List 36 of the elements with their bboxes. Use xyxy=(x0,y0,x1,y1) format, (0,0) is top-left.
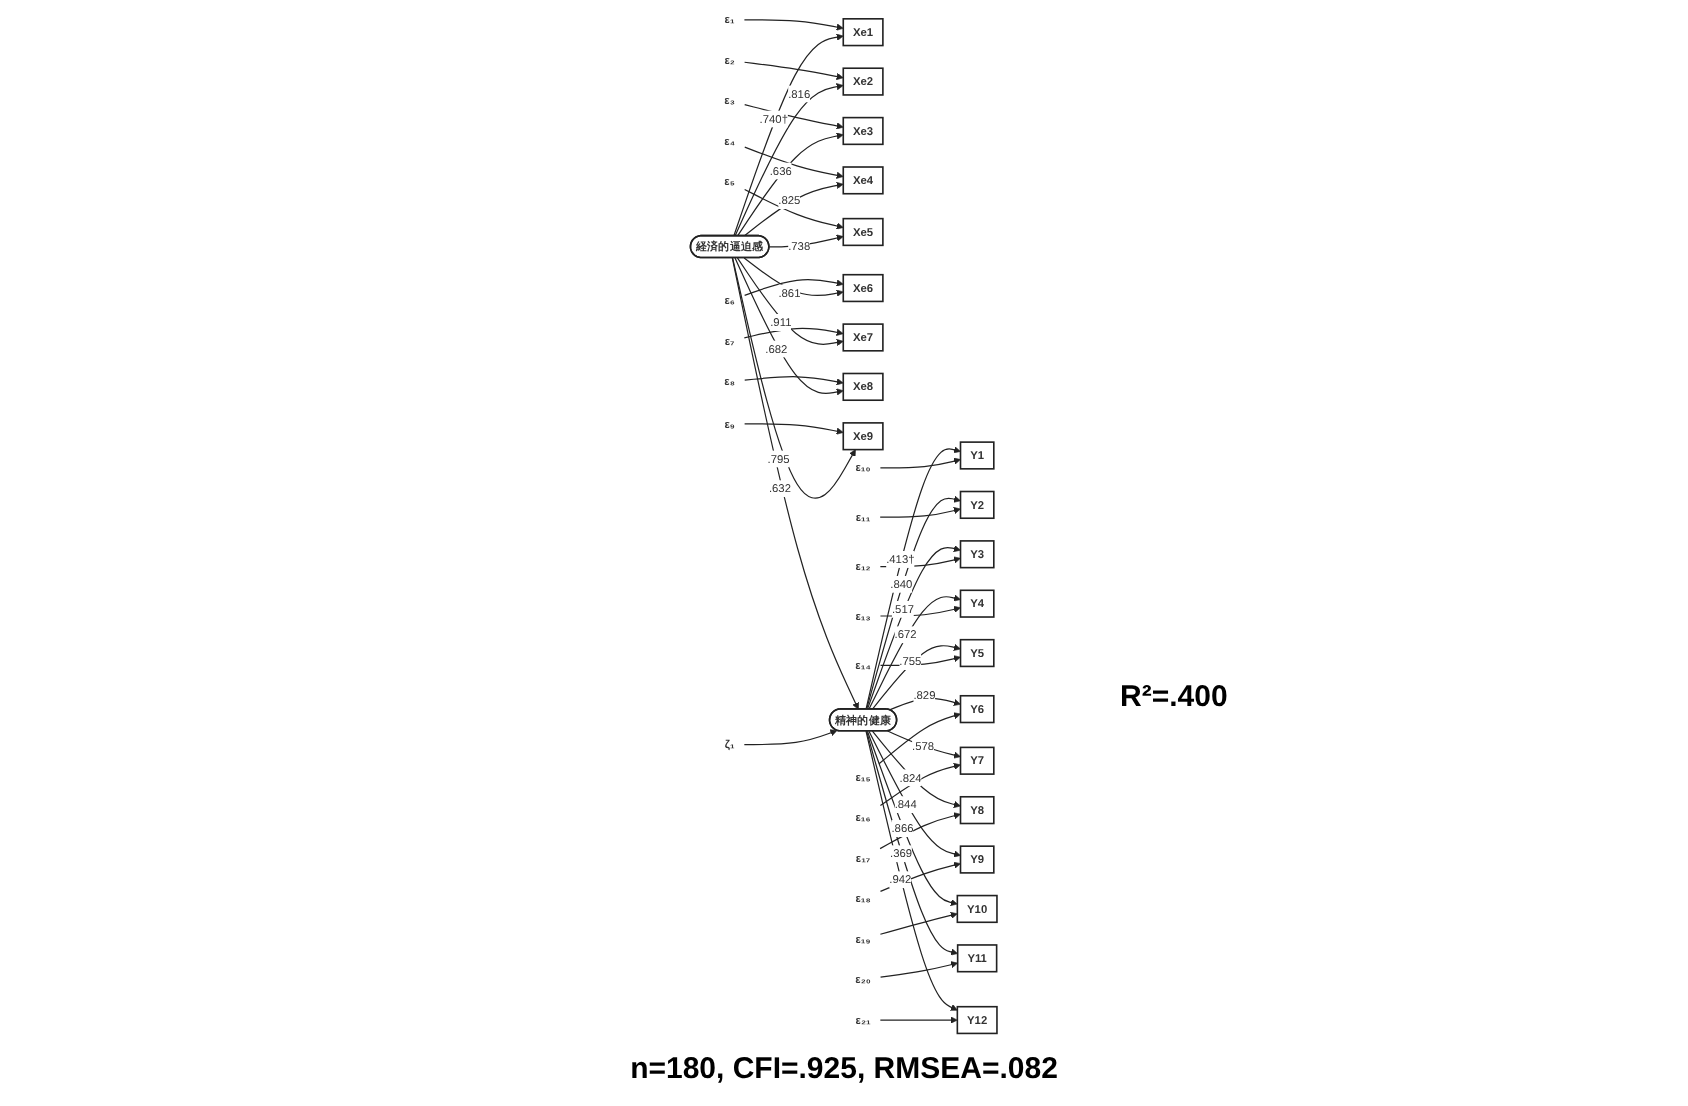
arrow xyxy=(887,730,962,759)
arrow xyxy=(866,730,959,956)
arrow xyxy=(744,327,844,339)
arrow xyxy=(880,762,962,807)
arrow xyxy=(867,730,958,906)
arrow xyxy=(880,556,962,568)
arrow xyxy=(744,146,844,179)
arrow xyxy=(744,729,838,746)
arrow xyxy=(744,19,844,31)
arrow xyxy=(879,507,962,518)
arrow xyxy=(733,33,844,237)
arrow xyxy=(880,1016,958,1024)
arrow xyxy=(865,730,958,1011)
arrow xyxy=(744,61,844,81)
arrow xyxy=(734,83,844,237)
arrow xyxy=(732,257,860,710)
caption: n=180, CFI=.925, RMSEA=.082 xyxy=(630,1052,1058,1086)
arrow xyxy=(744,279,844,297)
arrow xyxy=(880,961,959,978)
arrow xyxy=(744,423,844,435)
arrow xyxy=(872,730,962,808)
arrow xyxy=(879,812,962,850)
arrow xyxy=(744,104,844,130)
note-label: R²=.400 xyxy=(1120,680,1228,714)
arrow xyxy=(737,257,844,347)
arrow xyxy=(737,132,844,237)
arrow xyxy=(880,605,962,617)
arrow xyxy=(880,861,962,892)
arrow xyxy=(868,730,962,858)
arrow xyxy=(880,911,958,935)
arrow xyxy=(880,457,962,469)
arrow xyxy=(744,376,844,386)
arrow xyxy=(743,257,844,297)
arrow xyxy=(734,257,844,396)
arrow xyxy=(878,712,962,765)
arrow xyxy=(732,257,857,499)
